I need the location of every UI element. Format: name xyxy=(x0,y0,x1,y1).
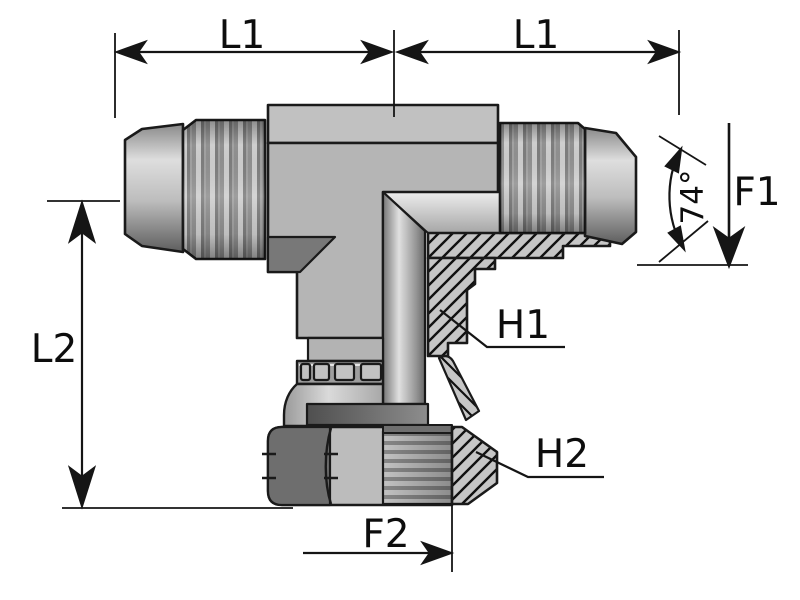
arc-arrow-top xyxy=(664,145,683,174)
arrowhead-right xyxy=(647,39,682,65)
section-skirt-wall xyxy=(437,354,481,422)
arc-arrow-bottom xyxy=(667,225,686,253)
section-arm-wall xyxy=(426,231,612,260)
tee-fitting xyxy=(123,103,638,507)
arrowhead-up xyxy=(67,199,97,244)
dim-label-l1-left: L1 xyxy=(219,13,266,58)
arrowhead-down xyxy=(712,225,746,270)
dimension-l1-left: L1 xyxy=(113,13,395,118)
angle-dimension-74: 74° xyxy=(658,135,711,263)
dimensions: L1 L1 L2 F1 F2 xyxy=(31,13,781,572)
dim-label-h1: H1 xyxy=(496,303,550,348)
nut-edge-ticks xyxy=(262,452,338,480)
dimension-l2: L2 xyxy=(31,199,293,510)
dimension-f2: F2 xyxy=(303,504,455,572)
reference-lines xyxy=(47,200,293,509)
extension-lines xyxy=(114,30,395,118)
nut-dark-flat xyxy=(266,425,332,507)
body-shadow-step xyxy=(266,235,337,274)
right-male-port xyxy=(498,121,638,246)
left-male-port xyxy=(123,118,267,261)
branch-collar xyxy=(306,336,385,363)
arrowhead-right xyxy=(420,540,455,566)
dimension-l1-right: L1 xyxy=(394,13,682,115)
right-cone-tip xyxy=(583,126,638,246)
arrowhead-down xyxy=(67,465,97,510)
branch-tube xyxy=(381,190,427,406)
serrated-ring xyxy=(295,359,385,386)
dim-label-f1: F1 xyxy=(733,170,780,215)
leader-line xyxy=(439,309,565,349)
angle-label-74: 74° xyxy=(675,170,711,225)
dim-label-l2: L2 xyxy=(31,327,78,372)
arrowhead-left xyxy=(113,39,148,65)
dim-label-h2: H2 xyxy=(535,432,589,477)
arrowhead-right xyxy=(360,39,395,65)
arrowhead-left xyxy=(394,39,429,65)
leader-line xyxy=(475,451,604,479)
section-branch-wall xyxy=(426,256,497,358)
swivel-nut xyxy=(262,424,499,507)
dim-label-l1-right: L1 xyxy=(513,13,560,58)
tee-body-cap xyxy=(266,103,500,145)
leader-h1: H1 xyxy=(439,303,565,349)
dimension-f1: F1 xyxy=(637,123,781,270)
left-cone-tip xyxy=(123,122,185,254)
nut-hex-edge xyxy=(324,427,333,505)
dim-label-f2: F2 xyxy=(362,512,409,557)
nut-section-wall xyxy=(450,425,499,506)
interior-shadow-band xyxy=(305,402,430,427)
nut-thread-top-shadow xyxy=(382,424,453,434)
leader-h2: H2 xyxy=(475,432,604,479)
